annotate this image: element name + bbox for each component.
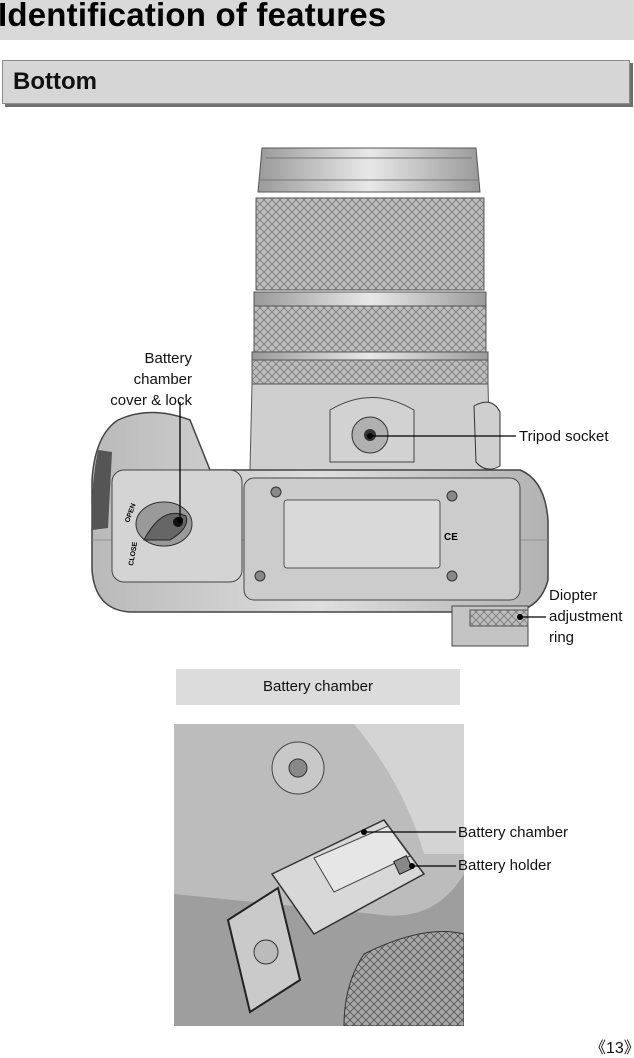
battery-cover-label: Battery chamber cover & lock: [82, 348, 192, 411]
battery-holder[interactable]: [393, 855, 413, 875]
battery-chamber-illustration: [174, 724, 464, 1026]
battery-cover-label-line1: Battery chamber: [133, 350, 192, 388]
diopter-label-line1: Diopter: [549, 587, 598, 604]
camera-bottom-illustration: OPEN CLOSE CE: [91, 147, 549, 647]
rating-plate: [283, 499, 441, 569]
battery-holder-label: Battery holder: [458, 857, 552, 874]
tripod-socket-label: Tripod socket: [519, 428, 609, 445]
zoom-ring: [253, 305, 487, 353]
dial-close-text: CLOSE: [128, 541, 139, 566]
svg-text:CE: CE: [444, 532, 458, 543]
battery-cover-label-line2: cover & lock: [110, 392, 192, 409]
diopter-label-line2: adjustment: [549, 608, 623, 625]
battery-chamber-label: Battery chamber: [458, 824, 569, 841]
battery-chamber-header: Battery chamber: [176, 669, 460, 705]
title-bar: Identification of features: [0, 0, 634, 40]
focus-ring: [255, 197, 485, 291]
page-number: 《13》: [590, 1040, 634, 1057]
section-title: Bottom: [13, 68, 97, 95]
diopter-label: Diopter adjustment ring: [549, 585, 622, 648]
section-header: Bottom: [2, 60, 630, 104]
page-title: Identification of features: [0, 0, 387, 33]
diopter-label-line3: ring: [549, 629, 575, 646]
